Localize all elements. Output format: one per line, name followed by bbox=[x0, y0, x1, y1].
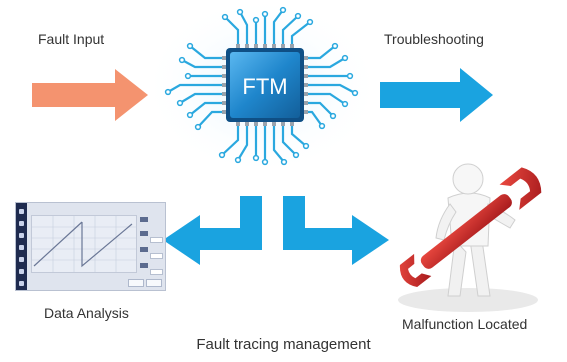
troubleshooting-arrow bbox=[380, 68, 493, 122]
circuit-traces bbox=[166, 8, 357, 164]
chip-label: FTM bbox=[242, 74, 287, 99]
screenshot-button bbox=[146, 279, 162, 287]
data-analysis-arrow bbox=[163, 196, 262, 265]
user-icon bbox=[19, 269, 24, 274]
control-chip bbox=[140, 263, 148, 268]
control-chip bbox=[140, 247, 148, 252]
diagram-caption: Fault tracing management bbox=[196, 336, 371, 353]
data-analysis-screenshot bbox=[15, 202, 166, 291]
circuit-nodes bbox=[164, 6, 359, 166]
screenshot-chart bbox=[31, 215, 137, 273]
fault-input-label: Fault Input bbox=[38, 31, 105, 47]
list-icon bbox=[19, 257, 24, 262]
control-chip bbox=[140, 231, 148, 236]
malfunction-located-label: Malfunction Located bbox=[402, 316, 528, 332]
power-icon bbox=[19, 281, 24, 286]
home-icon bbox=[19, 209, 24, 214]
screenshot-line-plot bbox=[32, 216, 136, 272]
chip-pins bbox=[222, 44, 308, 126]
screenshot-controls bbox=[138, 217, 163, 277]
data-analysis-label: Data Analysis bbox=[44, 305, 129, 321]
screenshot-sidebar bbox=[16, 203, 27, 290]
search-icon bbox=[19, 221, 24, 226]
gear-icon bbox=[19, 233, 24, 238]
control-field bbox=[150, 253, 163, 259]
control-field bbox=[150, 237, 163, 243]
malfunction-arrow bbox=[283, 196, 389, 265]
malfunction-figure bbox=[398, 163, 542, 312]
chip-core bbox=[230, 52, 300, 118]
settings-icon bbox=[19, 245, 24, 250]
fault-input-arrow bbox=[32, 69, 148, 121]
troubleshooting-label: Troubleshooting bbox=[384, 31, 484, 47]
control-chip bbox=[140, 217, 148, 222]
control-field bbox=[150, 269, 163, 275]
screenshot-button bbox=[128, 279, 144, 287]
